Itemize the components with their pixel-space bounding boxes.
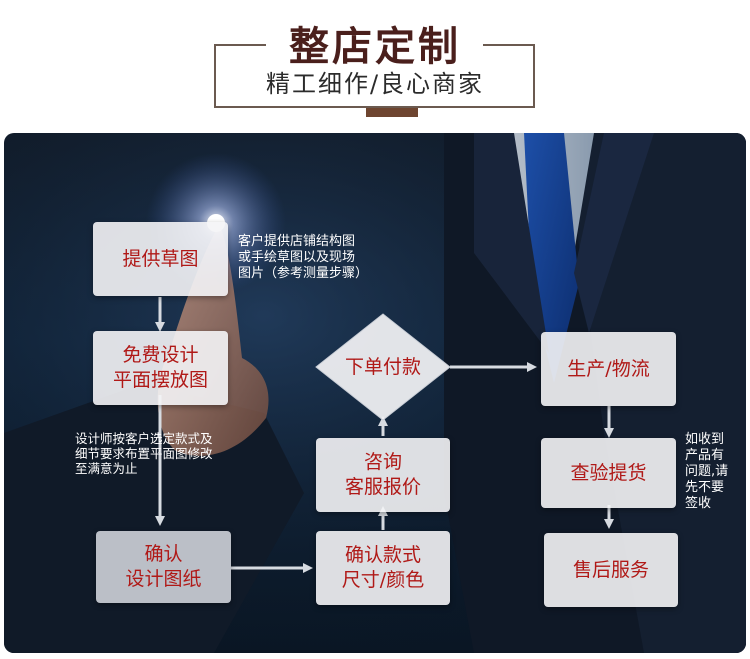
step-place-order-label: 下单付款 xyxy=(344,355,421,378)
step-free-design[interactable]: 免费设计 平面摆放图 xyxy=(93,331,228,405)
note-inspection-warning: 如收到 产品有 问题,请 先不要 签收 xyxy=(685,432,729,511)
header-frame-top-right xyxy=(483,44,535,46)
step-confirm-drawing[interactable]: 确认 设计图纸 xyxy=(96,531,231,603)
page-header: 整店定制 精工细作/良心商家 xyxy=(0,0,750,128)
step-confirm-style[interactable]: 确认款式 尺寸/颜色 xyxy=(316,531,450,605)
step-free-design-label: 免费设计 平面摆放图 xyxy=(112,344,208,391)
step-confirm-drawing-label: 确认 设计图纸 xyxy=(125,543,202,590)
step-after-sales[interactable]: 售后服务 xyxy=(544,533,678,607)
step-confirm-style-label: 确认款式 尺寸/颜色 xyxy=(341,544,425,591)
step-inspect[interactable]: 查验提货 xyxy=(541,438,676,508)
step-provide-sketch[interactable]: 提供草图 xyxy=(93,222,228,296)
header-frame-left xyxy=(214,44,216,108)
step-inspect-label: 查验提货 xyxy=(570,461,647,484)
page-title: 整店定制 xyxy=(289,23,461,70)
header-frame-right xyxy=(533,44,535,108)
header-frame-top-left xyxy=(214,44,266,46)
step-place-order[interactable]: 下单付款 xyxy=(326,345,440,389)
step-production[interactable]: 生产/物流 xyxy=(541,332,676,406)
order-diamond xyxy=(315,313,451,421)
flow-arrows xyxy=(155,297,614,573)
accent-bar xyxy=(366,108,418,117)
process-panel: 提供草图 免费设计 平面摆放图 确认 设计图纸 确认款式 尺寸/颜色 咨询 客服… xyxy=(4,133,746,653)
step-after-sales-label: 售后服务 xyxy=(572,558,649,581)
page-subtitle: 精工细作/良心商家 xyxy=(265,70,485,98)
step-provide-sketch-label: 提供草图 xyxy=(122,247,199,270)
step-consult-service[interactable]: 咨询 客服报价 xyxy=(316,438,450,512)
note-customer-sketch: 客户提供店铺结构图 或手绘草图以及现场 图片（参考测量步骤） xyxy=(238,234,369,281)
header-frame-bottom xyxy=(214,106,535,108)
note-designer-revision: 设计师按客户选定款式及 细节要求布置平面图修改 至满意为止 xyxy=(75,431,213,476)
step-production-label: 生产/物流 xyxy=(567,357,650,380)
step-consult-service-label: 咨询 客服报价 xyxy=(344,451,421,498)
